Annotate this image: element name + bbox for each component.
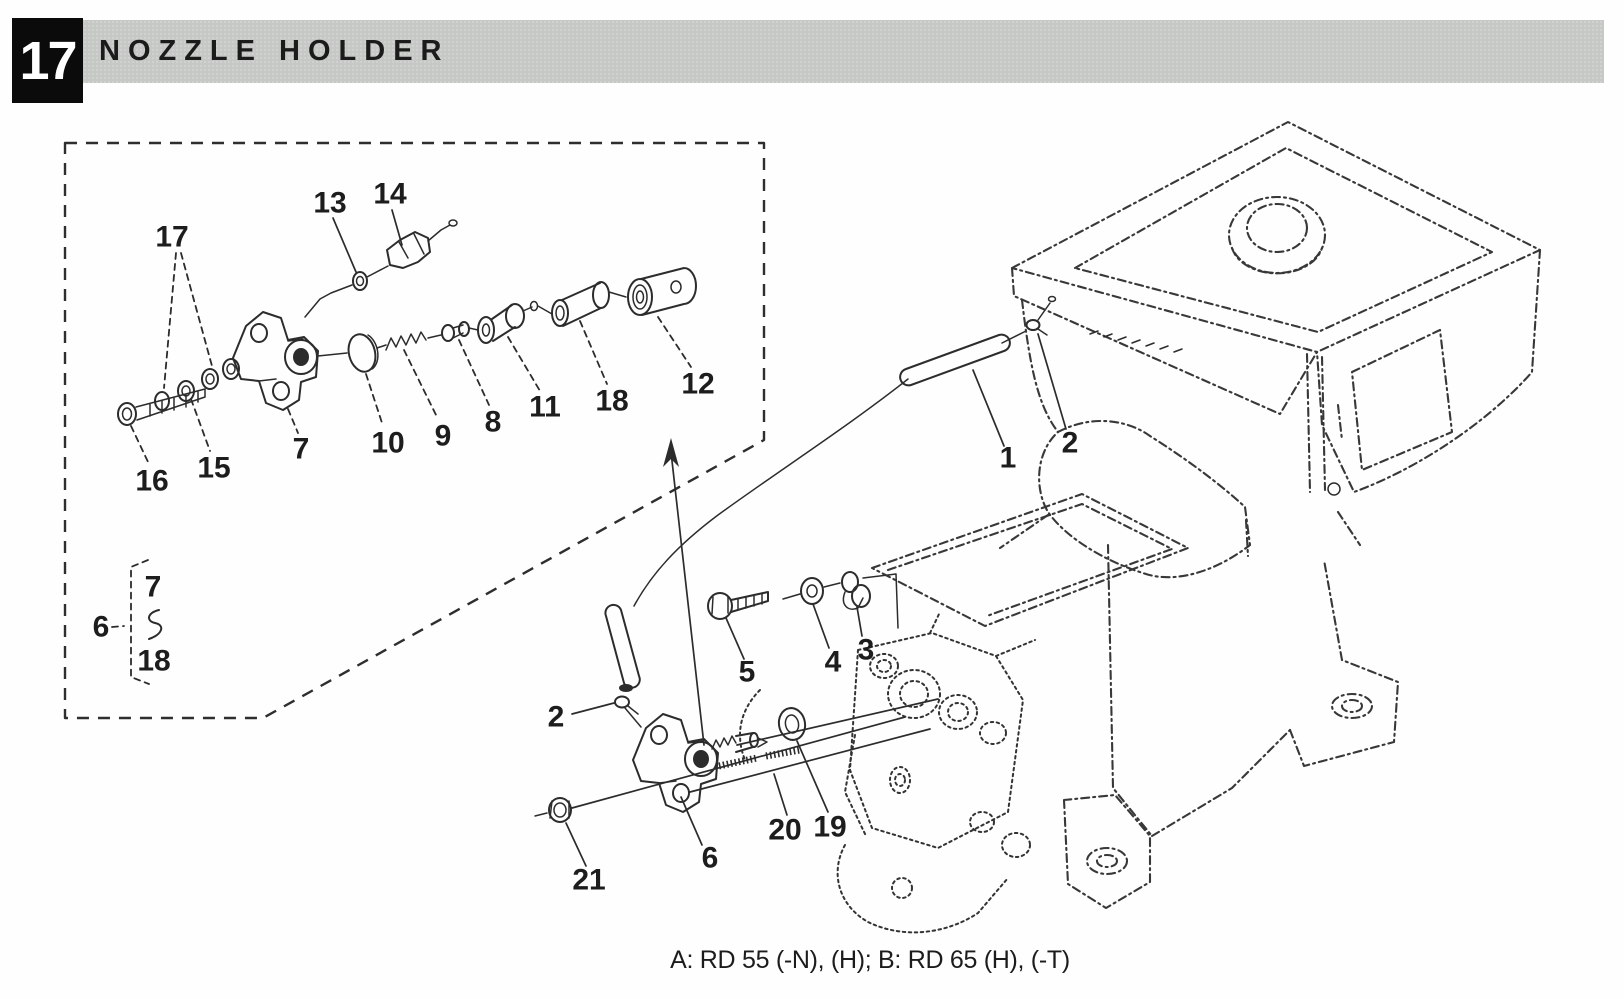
page-title: NOZZLE HOLDER bbox=[99, 35, 450, 67]
part-label-11: 11 bbox=[529, 391, 561, 424]
part-label-8: 8 bbox=[485, 406, 502, 439]
part-label-5: 5 bbox=[739, 656, 756, 689]
part-label-1: 1 bbox=[1000, 442, 1017, 475]
cap-10 bbox=[317, 333, 379, 373]
spindle-8 bbox=[427, 321, 470, 342]
pipe-clip-2-upper bbox=[1025, 319, 1048, 336]
part-label-17: 17 bbox=[155, 221, 188, 254]
variant-caption: A: RD 55 (-N), (H); B: RD 65 (H), (-T) bbox=[670, 946, 1070, 974]
part-label-3: 3 bbox=[858, 634, 875, 667]
part-label-7: 7 bbox=[293, 433, 310, 466]
part-label-15: 15 bbox=[197, 452, 230, 485]
cylinder-head bbox=[844, 611, 1036, 849]
part-label-6: 6 bbox=[93, 611, 110, 644]
part-label-20: 20 bbox=[768, 814, 801, 847]
part-label-16: 16 bbox=[135, 465, 168, 498]
retaining-nut-12 bbox=[608, 267, 697, 316]
deck-plate bbox=[870, 492, 1190, 628]
part-label-14: 14 bbox=[373, 178, 407, 211]
gasket-19 bbox=[777, 707, 807, 741]
bolt-5 bbox=[707, 591, 769, 620]
part-label-12: 12 bbox=[681, 368, 714, 401]
assembly-group-bracket bbox=[111, 559, 163, 685]
part-label-10: 10 bbox=[371, 427, 404, 460]
washer-4 bbox=[782, 577, 841, 605]
bolt-16 bbox=[117, 388, 206, 426]
leak-off-pipe-13-14 bbox=[304, 219, 458, 318]
crankcase-lower-detail bbox=[739, 689, 1031, 934]
title-banner: NOZZLE HOLDER bbox=[83, 20, 1604, 83]
engine-top-cover bbox=[998, 298, 1252, 579]
section-number: 17 bbox=[19, 30, 77, 91]
pipe-clamp-3 bbox=[841, 571, 899, 629]
fuel-tank bbox=[1010, 120, 1542, 494]
nozzle-holder-assembly-6 bbox=[632, 713, 768, 813]
detail-leader-lines bbox=[130, 209, 692, 465]
part-label-7: 7 bbox=[145, 571, 162, 604]
part-label-18: 18 bbox=[595, 385, 628, 418]
part-label-2: 2 bbox=[1062, 427, 1079, 460]
injection-pipe-1 bbox=[604, 295, 1057, 692]
nuts-17 bbox=[201, 358, 240, 390]
detail-reference-arrow bbox=[663, 438, 705, 746]
nut-21 bbox=[534, 797, 572, 823]
pipe-clip-2-lower bbox=[614, 695, 642, 728]
part-label-9: 9 bbox=[435, 420, 452, 453]
part-label-19: 19 bbox=[813, 811, 846, 844]
engine-block bbox=[1106, 403, 1400, 838]
section-number-tab: 17 bbox=[12, 18, 83, 103]
assembly-axis-lines bbox=[571, 698, 939, 809]
stud-20 bbox=[718, 746, 801, 770]
nozzle-holder-body-7 bbox=[232, 311, 319, 411]
part-label-6: 6 bbox=[702, 842, 719, 875]
part-label-18: 18 bbox=[137, 645, 170, 678]
part-label-21: 21 bbox=[572, 864, 605, 897]
spacer-18 bbox=[537, 281, 610, 327]
mounting-foot-left bbox=[1062, 793, 1152, 910]
part-label-2: 2 bbox=[548, 701, 565, 734]
main-leader-lines bbox=[565, 333, 1067, 867]
detail-box-border bbox=[63, 141, 766, 720]
spring-9 bbox=[376, 331, 427, 351]
nozzle-11 bbox=[468, 300, 539, 344]
washers-15 bbox=[154, 380, 195, 411]
mounting-foot-right bbox=[1330, 692, 1374, 720]
part-label-13: 13 bbox=[313, 187, 346, 220]
part-label-4: 4 bbox=[825, 646, 842, 679]
